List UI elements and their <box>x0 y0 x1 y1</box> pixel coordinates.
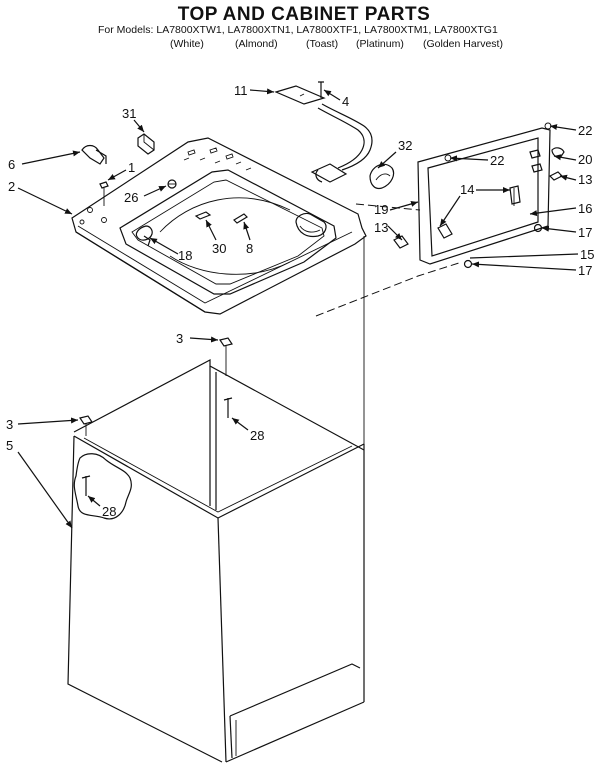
page-title: TOP AND CABINET PARTS <box>177 4 431 25</box>
callout-28-front: 28 <box>102 504 116 519</box>
wire-harness <box>274 85 395 190</box>
color-platinum: (Platinum) <box>356 38 404 50</box>
callout-6: 6 <box>8 157 15 172</box>
color-white: (White) <box>170 38 204 50</box>
color-almond: (Almond) <box>235 38 278 50</box>
callout-16: 16 <box>578 201 592 216</box>
color-golden-harvest: (Golden Harvest) <box>423 38 503 50</box>
callout-19: 19 <box>374 202 388 217</box>
assembly-line-19 <box>355 203 421 211</box>
leader-lines <box>17 88 579 529</box>
part-4-screw <box>318 81 324 98</box>
washer-cabinet <box>67 337 365 763</box>
assembly-line-lid <box>315 261 463 317</box>
callout-11: 11 <box>234 83 248 98</box>
callout-2: 2 <box>8 179 15 194</box>
callout-14: 14 <box>460 182 474 197</box>
callout-22-inner: 22 <box>490 153 504 168</box>
part-31-bracket <box>137 133 155 155</box>
callout-32: 32 <box>398 138 412 153</box>
callout-13-right: 13 <box>578 172 592 187</box>
callout-18: 18 <box>178 248 192 263</box>
callout-4: 4 <box>342 94 349 109</box>
part-6-clip <box>81 144 107 165</box>
callout-28-rear: 28 <box>250 428 264 443</box>
callout-22-right: 22 <box>578 123 592 138</box>
part-17-pad-lower <box>463 259 473 269</box>
part-20-bumper <box>551 147 565 159</box>
callout-15: 15 <box>580 247 594 262</box>
callout-30: 30 <box>212 241 226 256</box>
callout-26: 26 <box>124 190 138 205</box>
part-13-hinge-left <box>393 235 409 249</box>
model-list: For Models: LA7800XTW1, LA7800XTN1, LA78… <box>98 24 498 36</box>
part-1-screw <box>99 181 109 206</box>
callout-5: 5 <box>6 438 13 453</box>
callout-8: 8 <box>246 241 253 256</box>
callout-3-front: 3 <box>6 417 13 432</box>
part-17-pad-upper <box>533 223 543 233</box>
callout-20: 20 <box>578 152 592 167</box>
callout-17-lower: 17 <box>578 263 592 278</box>
callout-31: 31 <box>122 106 136 121</box>
callout-17-upper: 17 <box>578 225 592 240</box>
washer-top-panel <box>71 137 367 315</box>
callout-13-left: 13 <box>374 220 388 235</box>
washer-lid <box>417 122 552 265</box>
callout-1: 1 <box>128 160 135 175</box>
callout-3-rear: 3 <box>176 331 183 346</box>
color-toast: (Toast) <box>306 38 339 50</box>
